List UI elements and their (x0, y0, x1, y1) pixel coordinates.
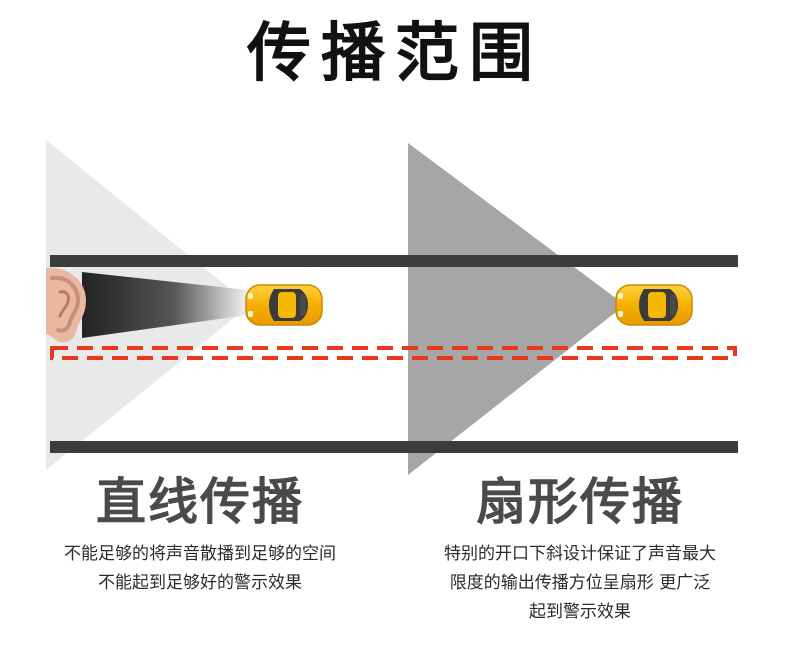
road-top-line (50, 255, 738, 267)
description-line: 不能起到足够好的警示效果 (98, 573, 302, 593)
linear-beam (82, 272, 248, 338)
fan-cone (408, 143, 625, 475)
linear-propagation-heading: 直线传播 (96, 473, 304, 531)
description-line: 起到警示效果 (529, 602, 631, 622)
page-title: 传播范围 (247, 16, 543, 91)
car-icon (615, 284, 693, 326)
description-line: 不能足够的将声音散播到足够的空间 (64, 544, 336, 564)
linear-propagation-description: 不能足够的将声音散播到足够的空间 不能起到足够好的警示效果 (20, 540, 380, 598)
lane-divider (50, 346, 737, 360)
car-icon (245, 284, 323, 326)
road-bottom-line (50, 441, 738, 453)
fan-propagation-heading: 扇形传播 (476, 473, 684, 531)
ear-icon (46, 267, 86, 343)
fan-propagation-description: 特别的开口下斜设计保证了声音最大 限度的输出传播方位呈扇形 更广泛 起到警示效果 (400, 540, 760, 627)
description-line: 特别的开口下斜设计保证了声音最大 (444, 544, 716, 564)
description-line: 限度的输出传播方位呈扇形 更广泛 (449, 573, 711, 593)
